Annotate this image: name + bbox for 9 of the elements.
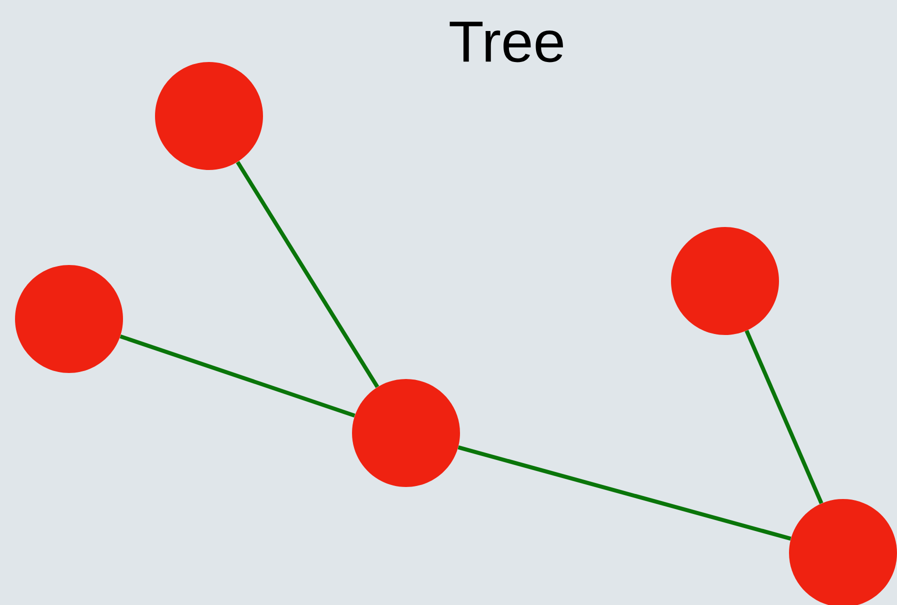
connector-line bbox=[120, 334, 356, 418]
circle-node bbox=[15, 265, 123, 373]
circle-node bbox=[352, 379, 460, 487]
title: Tree bbox=[450, 22, 563, 62]
connector-line bbox=[744, 330, 824, 504]
connector-line bbox=[236, 160, 380, 388]
circle-node bbox=[671, 227, 779, 335]
connector-line bbox=[458, 445, 792, 541]
circle-node bbox=[155, 62, 263, 170]
